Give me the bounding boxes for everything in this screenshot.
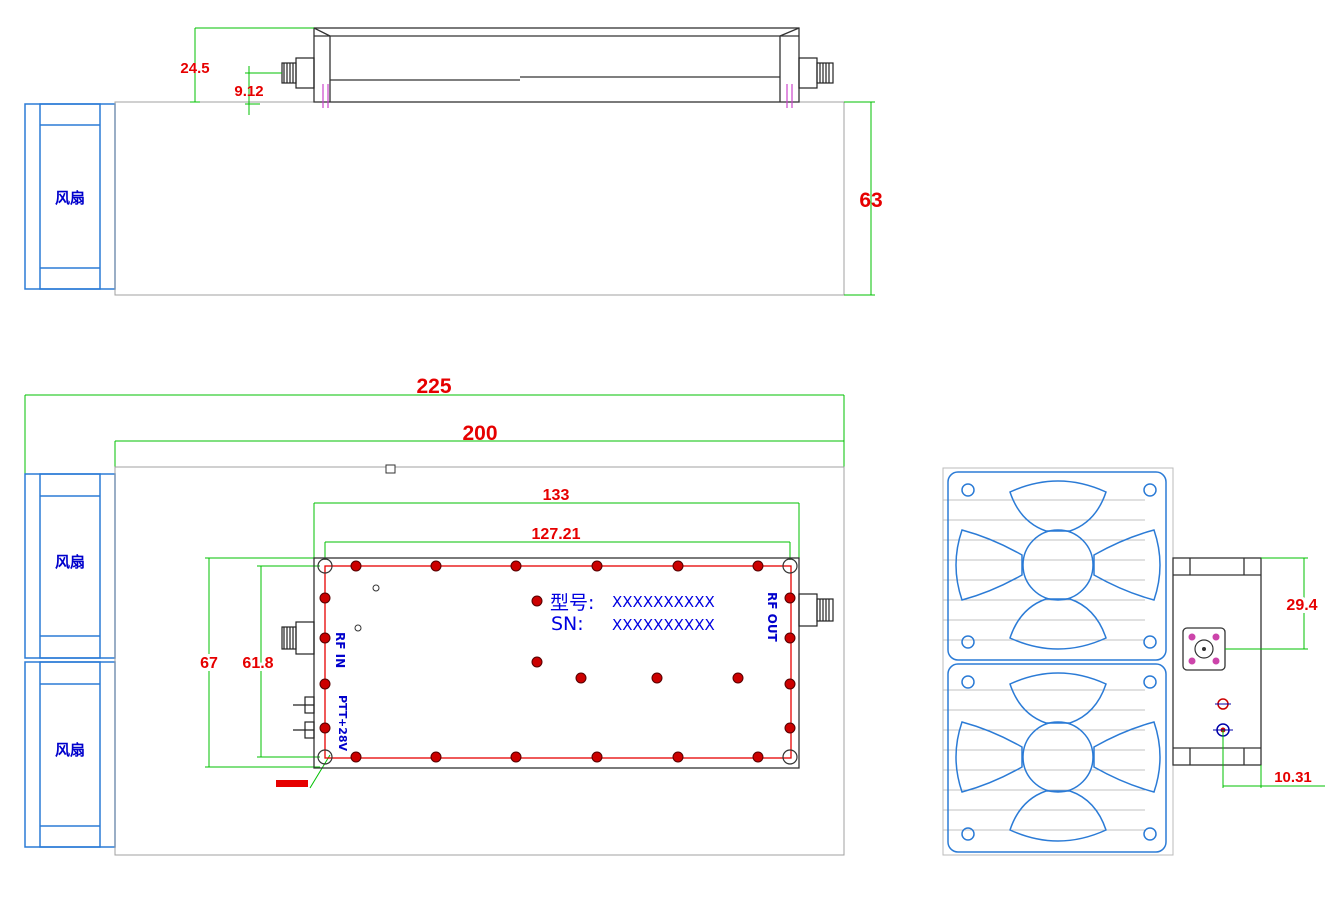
end-module bbox=[1172, 557, 1262, 766]
dim-9-12: 9.12 bbox=[234, 83, 263, 100]
end-fins bbox=[943, 499, 1145, 831]
dim-24-5: 24.5 bbox=[180, 60, 209, 77]
top-module bbox=[313, 557, 800, 769]
side-body bbox=[114, 101, 845, 296]
side-module bbox=[313, 27, 800, 103]
sn-label: SN: bbox=[551, 613, 584, 635]
side-pins bbox=[322, 84, 793, 108]
side-fan-label: 风扇 bbox=[55, 189, 85, 207]
end-view: 29.4 10.31 bbox=[942, 467, 1325, 856]
side-connector-left bbox=[281, 57, 315, 89]
dim-127-21: 127.21 bbox=[532, 526, 581, 543]
ptt-label: PTT bbox=[336, 695, 349, 719]
top-body bbox=[114, 466, 845, 856]
ptt-power-terminals bbox=[293, 696, 315, 739]
end-fan-2 bbox=[947, 663, 1167, 853]
end-fan-1 bbox=[947, 471, 1167, 661]
dim-200: 200 bbox=[462, 422, 497, 445]
dim-225: 225 bbox=[416, 375, 451, 398]
side-connector-right bbox=[798, 57, 834, 89]
dim-29-4: 29.4 bbox=[1286, 597, 1317, 614]
rf-in-label: RF IN bbox=[333, 632, 347, 668]
model-value: XXXXXXXXXX bbox=[612, 593, 715, 611]
end-connector bbox=[1182, 627, 1226, 671]
top-dim-lines-outer bbox=[24, 394, 845, 474]
end-dim-lines bbox=[1222, 557, 1325, 788]
end-heatsink-outline bbox=[942, 467, 1174, 856]
dim-67: 67 bbox=[200, 655, 218, 672]
rf-in-connector bbox=[281, 621, 315, 655]
dim-10-31: 10.31 bbox=[1274, 769, 1312, 786]
dim-63: 63 bbox=[859, 189, 882, 212]
rf-out-connector bbox=[798, 593, 834, 627]
top-red-marker bbox=[276, 780, 308, 787]
side-view: 风扇 bbox=[24, 27, 883, 296]
dim-61-8: 61.8 bbox=[242, 655, 273, 672]
side-dim-lines bbox=[190, 27, 875, 296]
top-body-marker bbox=[385, 464, 396, 474]
top-fan-1-label: 风扇 bbox=[55, 553, 85, 571]
top-view: 225 200 风扇 风扇 bbox=[24, 375, 845, 856]
power-label: +28V bbox=[336, 718, 349, 752]
dim-133: 133 bbox=[543, 487, 570, 504]
top-module-screws bbox=[319, 560, 796, 763]
sn-value: XXXXXXXXXX bbox=[612, 616, 715, 634]
top-dim-lines-module bbox=[205, 502, 800, 789]
rf-out-label: RF OUT bbox=[765, 592, 779, 643]
model-label: 型号: bbox=[550, 592, 594, 614]
top-fan-2-label: 风扇 bbox=[55, 741, 85, 759]
